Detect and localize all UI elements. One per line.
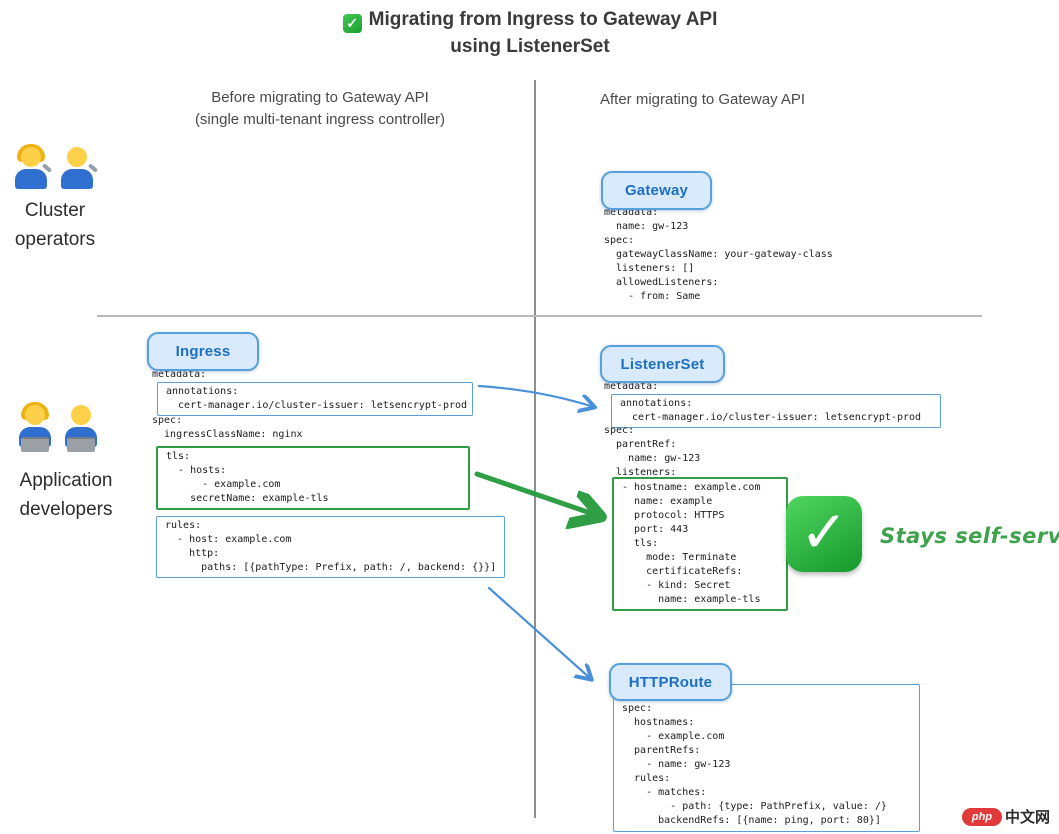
woman-mechanic-icon — [10, 144, 53, 194]
gateway-yaml: metadata: name: gw-123 spec: gatewayClas… — [604, 207, 833, 302]
listenerset-annotations-box: annotations: cert-manager.io/cluster-iss… — [611, 394, 941, 428]
ingress-tls-box: tls: - hosts: - example.com secretName: … — [156, 446, 470, 510]
ingress-yaml-spec: spec: ingressClassName: nginx — [152, 415, 303, 440]
cluster-operators-label: Cluster operators — [14, 200, 96, 250]
arrow-rules-to-httproute — [487, 586, 591, 679]
application-developers-icon — [14, 402, 102, 457]
page-title-line2: using ListenerSet — [450, 36, 610, 57]
watermark-text: 中文网 — [1005, 808, 1051, 826]
ingress-yaml-metadata: metadata: — [152, 369, 207, 380]
page-title: Migrating from Ingress to Gateway API us… — [230, 6, 830, 60]
listenerset-listeners-box: - hostname: example.com name: example pr… — [612, 477, 788, 611]
horizontal-divider — [97, 315, 982, 317]
application-developers-label: Application developers — [19, 470, 113, 520]
watermark: php 中文网 — [962, 806, 1050, 827]
column-header-before: Before migrating to Gateway API (single … — [100, 87, 540, 131]
page-title-line1: Migrating from Ingress to Gateway API — [230, 6, 830, 33]
woman-technologist-icon — [14, 402, 56, 452]
check-mark-icon — [342, 14, 362, 33]
man-technologist-icon — [60, 404, 102, 452]
httproute-node-pill: HTTPRoute — [609, 663, 732, 701]
arrow-tls-to-listeners — [474, 471, 599, 516]
arrow-annotations-to-listenerset — [477, 384, 594, 407]
php-badge-icon: php — [962, 807, 1002, 826]
vertical-divider — [534, 80, 536, 818]
big-check-mark-icon — [786, 496, 862, 572]
listenerset-yaml-spec: spec: parentRef: name: gw-123 listeners: — [604, 425, 701, 478]
column-header-before-line1: Before migrating to Gateway API — [211, 89, 429, 106]
listenerset-yaml-metadata: metadata: — [604, 381, 659, 392]
ingress-annotations-box: annotations: cert-manager.io/cluster-iss… — [157, 382, 473, 416]
stays-self-service-label: Stays self-service — [880, 524, 1059, 548]
ingress-node-pill: Ingress — [147, 332, 259, 371]
man-mechanic-icon — [56, 146, 99, 194]
gateway-node-pill: Gateway — [601, 171, 712, 210]
listenerset-node-pill: ListenerSet — [600, 345, 725, 383]
page-title-text: Migrating from Ingress to Gateway API — [368, 9, 718, 30]
column-header-before-line2: (single multi-tenant ingress controller) — [194, 111, 446, 128]
httproute-spec-box: spec: hostnames: - example.com parentRef… — [613, 684, 920, 832]
cluster-operators-icon — [10, 144, 99, 199]
ingress-rules-box: rules: - host: example.com http: paths: … — [156, 516, 505, 578]
column-header-after: After migrating to Gateway API — [600, 91, 806, 108]
